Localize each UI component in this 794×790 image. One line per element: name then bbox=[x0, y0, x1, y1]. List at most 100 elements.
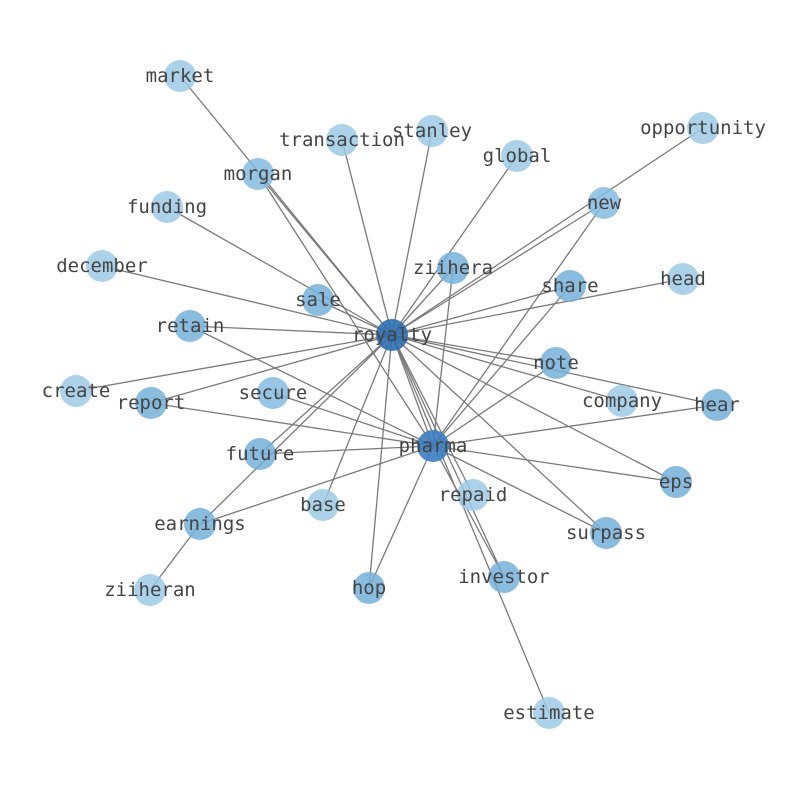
edge-pharma-future bbox=[259, 445, 434, 455]
node-base[interactable] bbox=[307, 489, 339, 521]
node-label-create: create bbox=[42, 380, 111, 402]
edge-royalty-surpass bbox=[391, 334, 607, 534]
node-market[interactable] bbox=[164, 60, 196, 92]
node-layer bbox=[60, 60, 733, 729]
edge-royalty-december bbox=[101, 265, 393, 336]
node-secure[interactable] bbox=[257, 377, 289, 409]
node-transaction[interactable] bbox=[326, 124, 358, 156]
node-new[interactable] bbox=[588, 187, 620, 219]
node-report[interactable] bbox=[135, 387, 167, 419]
node-label-sale: sale bbox=[295, 289, 341, 311]
node-future[interactable] bbox=[244, 438, 276, 470]
node-royalty[interactable] bbox=[376, 319, 408, 351]
node-label-ziihera: ziihera bbox=[413, 257, 493, 279]
edge-royalty-future bbox=[259, 334, 393, 455]
node-earnings[interactable] bbox=[184, 508, 216, 540]
node-ziiheran[interactable] bbox=[134, 574, 166, 606]
node-funding[interactable] bbox=[151, 191, 183, 223]
edge-pharma-share bbox=[432, 285, 571, 447]
node-label-base: base bbox=[300, 494, 346, 516]
edge-royalty-earnings bbox=[199, 334, 393, 525]
edge-royalty-new bbox=[391, 202, 605, 336]
node-label-royalty: royalty bbox=[352, 324, 432, 346]
node-company[interactable] bbox=[606, 385, 638, 417]
node-repaid[interactable] bbox=[457, 479, 489, 511]
edge-royalty-company bbox=[391, 334, 623, 402]
node-label-company: company bbox=[582, 390, 662, 412]
edge-pharma-hear bbox=[432, 404, 718, 447]
node-global[interactable] bbox=[501, 140, 533, 172]
node-label-december: december bbox=[56, 255, 148, 277]
node-label-market: market bbox=[146, 65, 215, 87]
node-label-eps: eps bbox=[659, 471, 693, 493]
edge-royalty-note bbox=[391, 334, 557, 364]
node-investor[interactable] bbox=[488, 561, 520, 593]
node-label-report: report bbox=[117, 392, 186, 414]
node-ziihera[interactable] bbox=[437, 252, 469, 284]
edge-royalty-global bbox=[391, 155, 518, 336]
edge-pharma-earnings bbox=[199, 445, 434, 525]
edge-layer bbox=[75, 75, 718, 714]
edge-pharma-retain bbox=[189, 325, 434, 447]
edge-pharma-morgan bbox=[257, 173, 434, 447]
node-label-earnings: earnings bbox=[154, 513, 246, 535]
edge-royalty-funding bbox=[166, 206, 393, 336]
node-label-opportunity: opportunity bbox=[640, 117, 766, 139]
edge-pharma-eps bbox=[432, 445, 677, 483]
node-hop[interactable] bbox=[353, 572, 385, 604]
node-head[interactable] bbox=[667, 263, 699, 295]
node-december[interactable] bbox=[86, 250, 118, 282]
node-label-repaid: repaid bbox=[439, 484, 508, 506]
node-surpass[interactable] bbox=[590, 517, 622, 549]
edge-pharma-note bbox=[432, 362, 557, 447]
edge-royalty-eps bbox=[391, 334, 677, 483]
node-label-global: global bbox=[483, 145, 552, 167]
node-label-stanley: stanley bbox=[392, 120, 472, 142]
node-label-hop: hop bbox=[352, 577, 386, 599]
edge-royalty-head bbox=[391, 278, 684, 336]
node-label-retain: retain bbox=[156, 315, 225, 337]
edge-royalty-retain bbox=[189, 325, 393, 336]
edge-royalty-morgan bbox=[257, 173, 393, 336]
edge-pharma-ziihera bbox=[432, 267, 454, 447]
edge-royalty-estimate bbox=[391, 334, 550, 714]
node-retain[interactable] bbox=[174, 310, 206, 342]
node-note[interactable] bbox=[540, 347, 572, 379]
node-label-ziiheran: ziiheran bbox=[104, 579, 196, 601]
node-eps[interactable] bbox=[660, 466, 692, 498]
node-opportunity[interactable] bbox=[687, 112, 719, 144]
node-morgan[interactable] bbox=[242, 158, 274, 190]
edge-royalty-create bbox=[75, 334, 393, 392]
node-label-hear: hear bbox=[694, 394, 740, 416]
node-share[interactable] bbox=[554, 270, 586, 302]
edge-royalty-stanley bbox=[391, 130, 433, 336]
node-estimate[interactable] bbox=[533, 697, 565, 729]
node-label-secure: secure bbox=[239, 382, 308, 404]
node-label-pharma: pharma bbox=[399, 435, 468, 457]
node-label-note: note bbox=[533, 352, 579, 374]
node-sale[interactable] bbox=[302, 284, 334, 316]
node-label-transaction: transaction bbox=[279, 129, 405, 151]
edge-pharma-new bbox=[432, 202, 605, 447]
edge-pharma-investor bbox=[432, 445, 505, 578]
edge-royalty-report bbox=[150, 334, 393, 404]
node-label-estimate: estimate bbox=[503, 702, 595, 724]
node-label-funding: funding bbox=[127, 196, 207, 218]
edge-royalty-investor bbox=[391, 334, 505, 578]
node-label-new: new bbox=[587, 192, 622, 214]
edge-pharma-hop bbox=[368, 445, 434, 589]
edge-royalty-opportunity bbox=[391, 127, 704, 336]
edge-royalty-transaction bbox=[341, 139, 393, 336]
node-stanley[interactable] bbox=[416, 115, 448, 147]
node-label-future: future bbox=[226, 443, 295, 465]
node-label-surpass: surpass bbox=[566, 522, 646, 544]
edge-pharma-report bbox=[150, 402, 434, 447]
node-label-head: head bbox=[660, 268, 706, 290]
node-pharma[interactable] bbox=[417, 430, 449, 462]
edge-royalty-repaid bbox=[391, 334, 474, 496]
node-create[interactable] bbox=[60, 375, 92, 407]
node-hear[interactable] bbox=[701, 389, 733, 421]
